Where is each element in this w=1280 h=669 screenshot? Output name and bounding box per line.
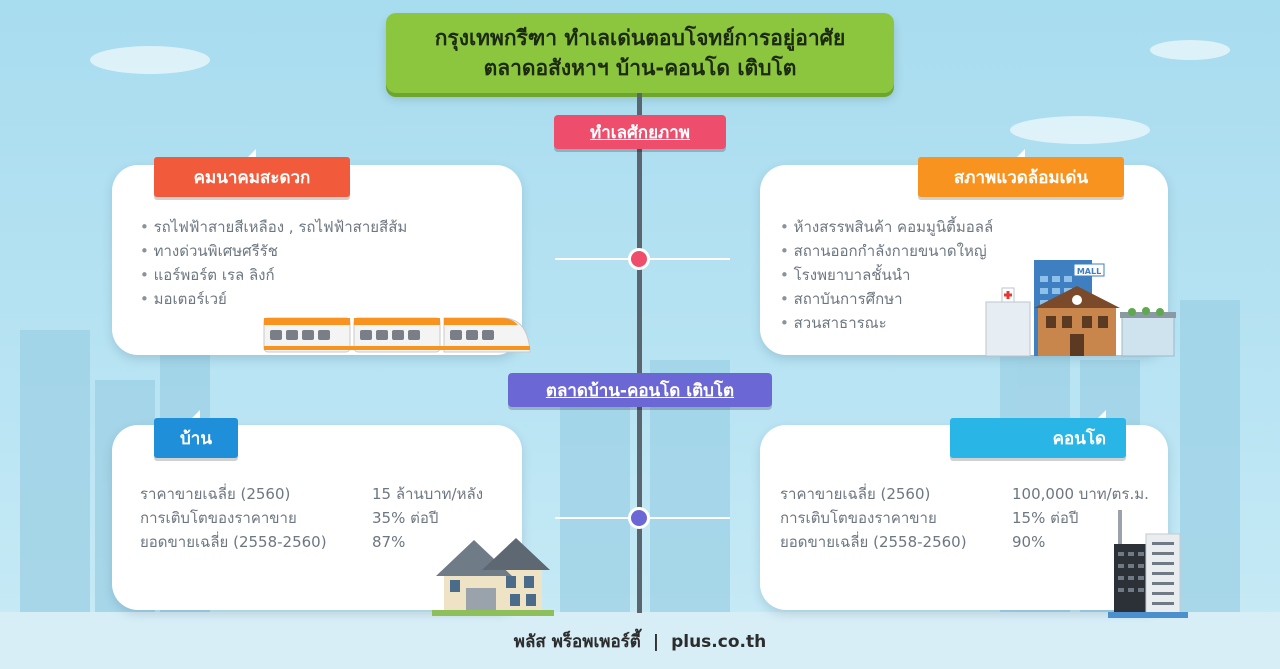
list-item: มอเตอร์เวย์ [140,287,407,311]
list-item: ห้างสรรพสินค้า คอมมูนิตี้มอลล์ [780,215,994,239]
stat-row: ราคาขายเฉลี่ย (2560) 15 ล้านบาท/หลัง [140,482,483,506]
stat-row: ยอดขายเฉลี่ย (2558-2560) 90% [780,530,1149,554]
transport-tab-label: คมนาคมสะดวก [193,167,311,188]
condo-tab: คอนโด [950,410,1126,458]
environment-tab: สภาพแวดล้อมเด่น [918,149,1124,197]
transport-list: รถไฟฟ้าสายสีเหลือง , รถไฟฟ้าสายสีส้ม ทาง… [140,215,408,311]
stat-label: การเติบโตของราคาขาย [780,509,937,527]
environment-list: ห้างสรรพสินค้า คอมมูนิตี้มอลล์ สถานออกกำ… [780,215,994,335]
list-item: สถาบันการศึกษา [780,287,993,311]
stat-label: ยอดขายเฉลี่ย (2558-2560) [780,533,967,551]
stat-label: ราคาขายเฉลี่ย (2560) [780,485,931,503]
house-illustration [432,538,554,616]
list-item: แอร์พอร์ต เรล ลิงก์ [140,263,407,287]
stat-value: 15% ต่อปี [1012,509,1079,527]
stat-label: ราคาขายเฉลี่ย (2560) [140,485,291,503]
center-spine [637,93,642,613]
environment-tab-label: สภาพแวดล้อมเด่น [953,167,1089,188]
stat-label: การเติบโตของราคาขาย [140,509,297,527]
connector-top-right [642,258,730,260]
city-buildings-illustration: MALL [985,260,1176,357]
title-line-2: ตลาดอสังหาฯ บ้าน-คอนโด เติบโต [483,56,797,80]
house-stats: ราคาขายเฉลี่ย (2560) 15 ล้านบาท/หลัง การ… [140,482,483,554]
footer-brand: พลัส พร็อพเพอร์ตี้ [513,632,641,652]
train-illustration [263,317,531,353]
list-item: โรงพยาบาลชั้นนำ [780,263,993,287]
section-label-potential: ทำเลศักยภาพ [554,115,726,149]
main-title: กรุงเทพกรีฑา ทำเลเด่นตอบโจทย์การอยู่อาศั… [386,13,894,93]
stat-row: ยอดขายเฉลี่ย (2558-2560) 87% [140,530,483,554]
stat-value: 87% [372,533,406,551]
connector-top-left [555,258,637,260]
footer-separator: | [652,632,660,652]
connector-bottom-right [642,517,730,519]
list-item: รถไฟฟ้าสายสีเหลือง , รถไฟฟ้าสายสีส้ม [140,215,408,239]
condo-tab-label: คอนโด [1052,428,1106,449]
connector-bottom-left [555,517,637,519]
house-tab-label: บ้าน [180,428,212,449]
stat-row: การเติบโตของราคาขาย 15% ต่อปี [780,506,1149,530]
stat-row: การเติบโตของราคาขาย 35% ต่อปี [140,506,483,530]
section-label-potential-text: ทำเลศักยภาพ [590,122,690,143]
stat-label: ยอดขายเฉลี่ย (2558-2560) [140,533,327,551]
mall-sign: MALL [1077,267,1101,276]
stat-value: 15 ล้านบาท/หลัง [372,485,484,503]
section-label-market: ตลาดบ้าน-คอนโด เติบโต [508,373,772,407]
spine-dot-top [628,248,650,270]
footer-site: plus.co.th [671,632,767,652]
list-item: ทางด่วนพิเศษศรีรัช [140,239,407,263]
condo-tower-illustration [1108,510,1188,618]
transport-tab: คมนาคมสะดวก [154,149,350,197]
stat-value: 90% [1012,533,1046,551]
stat-value: 100,000 บาท/ตร.ม. [1012,485,1149,503]
house-tab: บ้าน [154,410,238,458]
section-label-market-text: ตลาดบ้าน-คอนโด เติบโต [545,380,735,401]
list-item: สถานออกกำลังกายขนาดใหญ่ [780,239,993,263]
title-line-1: กรุงเทพกรีฑา ทำเลเด่นตอบโจทย์การอยู่อาศั… [434,26,846,50]
stat-value: 35% ต่อปี [372,509,439,527]
condo-stats: ราคาขายเฉลี่ย (2560) 100,000 บาท/ตร.ม. ก… [780,482,1149,554]
footer: พลัส พร็อพเพอร์ตี้ | plus.co.th [0,628,1280,655]
stat-row: ราคาขายเฉลี่ย (2560) 100,000 บาท/ตร.ม. [780,482,1149,506]
spine-dot-bottom [628,507,650,529]
list-item: สวนสาธารณะ [780,311,993,335]
